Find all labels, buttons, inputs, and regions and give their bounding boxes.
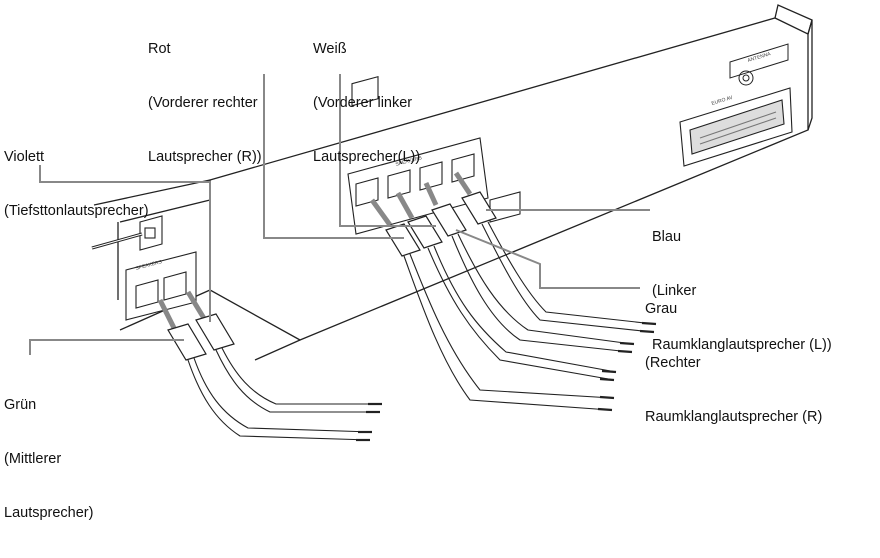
label-violet-line1: Violett — [4, 149, 45, 165]
label-grey-surround-right: Grau (Rechter Raumklanglautsprecher (R) — [645, 264, 822, 462]
label-violet-subwoofer: Violett (Tiefsttonlautsprecher) — [4, 112, 149, 256]
antenna-connector: ANTENNA — [729, 43, 789, 86]
leader-lines — [29, 74, 650, 355]
label-white-line1: Weiß — [313, 41, 347, 57]
speaker-terminal-main: SPEAKERS — [347, 76, 521, 235]
speaker-connection-diagram: ANTENNA EURO AV SPEAKERS — [4, 4, 832, 521]
label-green-line2: (Mittlerer — [4, 451, 62, 467]
wire-ends-main — [597, 321, 657, 412]
label-red-line1: Rot — [148, 41, 171, 57]
speaker-wires-side — [187, 347, 382, 441]
label-red-front-right: Rot (Vorderer rechter Lautsprecher (R)) — [148, 4, 262, 202]
insertion-arrows — [157, 171, 473, 332]
speaker-terminal-side: SPEAKERS — [125, 251, 197, 321]
connector-plugs — [167, 191, 497, 361]
label-blue-surround-left: Blau (Linker Raumklanglautsprecher (L)) — [652, 192, 832, 390]
wire-ends-side — [356, 402, 382, 442]
power-cord — [91, 215, 163, 251]
label-red-line3: Lautsprecher (R)) — [148, 149, 262, 165]
label-green-line1: Grün — [4, 397, 37, 413]
label-green-center: Grün (Mittlerer Lautsprecher) — [4, 360, 93, 558]
label-violet-line2: (Tiefsttonlautsprecher) — [4, 203, 149, 219]
label-blue-line3: Raumklanglautsprecher (L)) — [652, 337, 832, 353]
label-grey-line3: Raumklanglautsprecher (R) — [645, 409, 823, 425]
label-red-line2: (Vorderer rechter — [148, 95, 258, 111]
label-blue-line2: (Linker — [652, 283, 697, 299]
label-grey-line1: Grau — [645, 301, 678, 317]
label-white-line2: (Vorderer linker — [313, 95, 413, 111]
label-white-front-left: Weiß (Vorderer linker Lautsprecher(L)) — [313, 4, 420, 202]
label-blue-line1: Blau — [652, 229, 682, 245]
label-grey-line2: (Rechter — [645, 355, 701, 371]
label-white-line3: Lautsprecher(L)) — [313, 149, 421, 165]
device-illustration: ANTENNA EURO AV SPEAKERS — [29, 4, 813, 442]
label-green-line3: Lautsprecher) — [4, 505, 94, 521]
speaker-wires-main — [403, 221, 655, 411]
